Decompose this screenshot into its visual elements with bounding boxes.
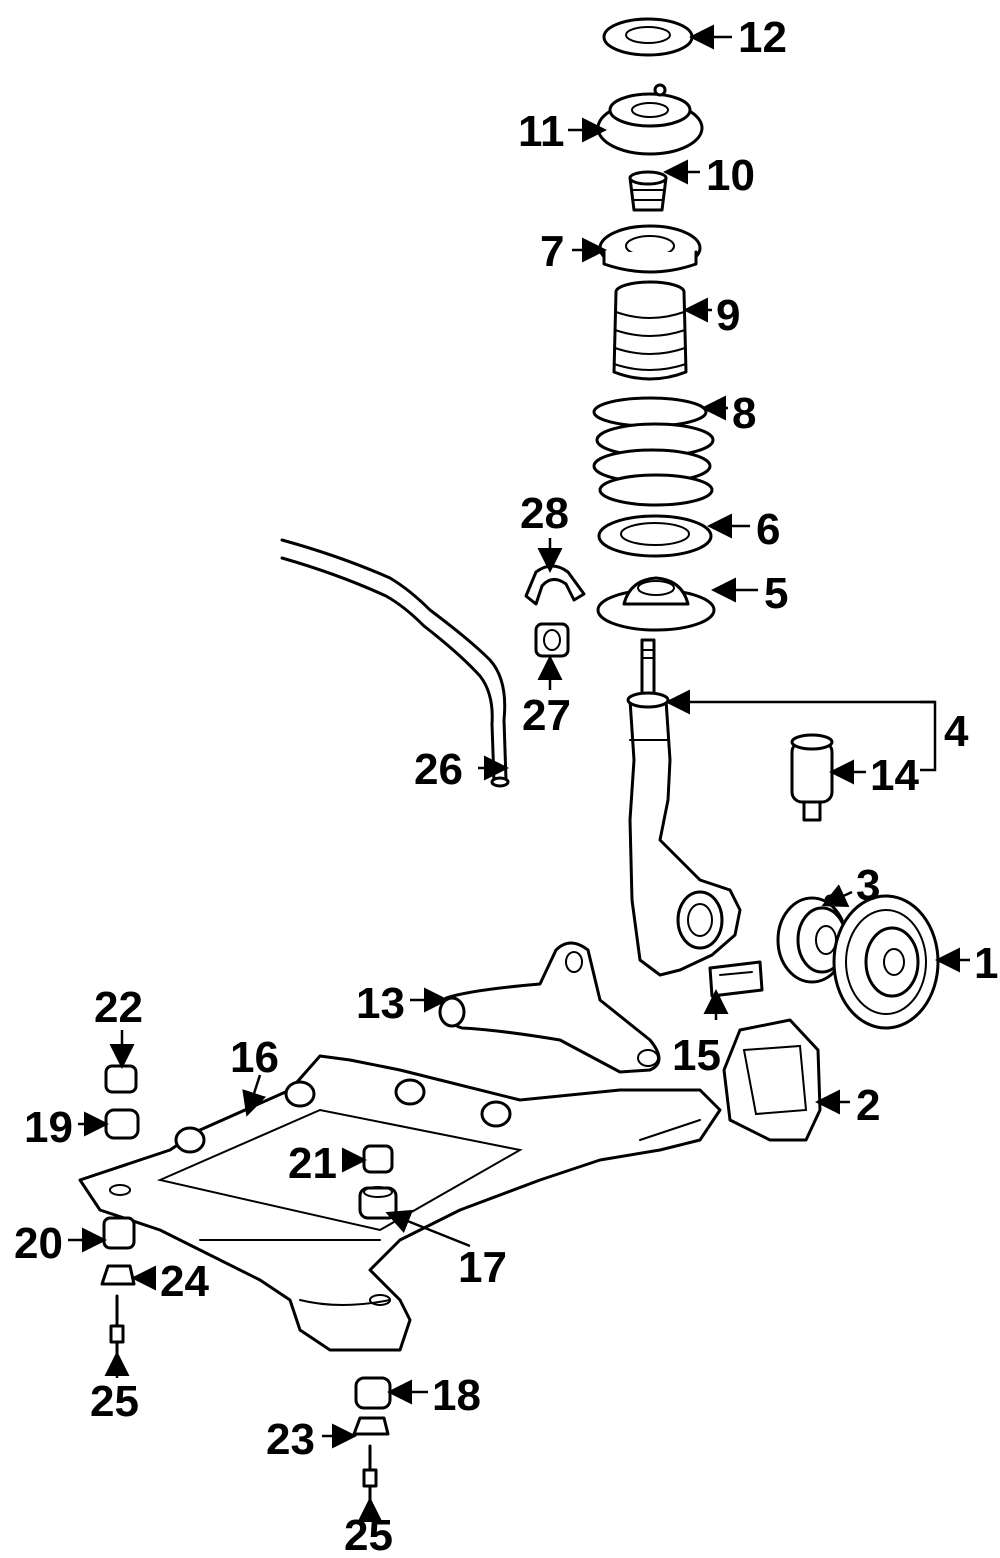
part-15-bracket bbox=[708, 960, 764, 998]
part-11-strut-mount bbox=[596, 83, 704, 156]
part-9-dust-boot bbox=[612, 280, 688, 381]
part-26-stabilizer-bar bbox=[280, 538, 510, 788]
callout-3: 3 bbox=[856, 861, 880, 910]
callout-24: 24 bbox=[160, 1257, 209, 1306]
callout-19: 19 bbox=[24, 1103, 73, 1152]
callout-13: 13 bbox=[356, 979, 405, 1028]
part-3-hub-bearing bbox=[776, 894, 848, 984]
part-2-splash-shield bbox=[722, 1018, 822, 1142]
part-27-stabilizer-bushing bbox=[534, 622, 570, 658]
part-22-body-mount-upper bbox=[104, 1064, 138, 1094]
callout-16: 16 bbox=[230, 1033, 279, 1082]
part-25-bolt-right bbox=[362, 1444, 378, 1502]
part-4-strut-assembly bbox=[626, 638, 742, 977]
callout-2: 2 bbox=[856, 1081, 880, 1130]
callout-4: 4 bbox=[944, 707, 969, 756]
callout-26: 26 bbox=[414, 745, 463, 794]
callout-8: 8 bbox=[732, 389, 756, 438]
callout-21: 21 bbox=[288, 1139, 337, 1188]
callout-11: 11 bbox=[518, 107, 565, 156]
callout-12: 12 bbox=[738, 13, 787, 62]
part-16-crossmember bbox=[78, 1054, 722, 1352]
leader-lines bbox=[68, 24, 970, 1522]
part-20-body-mount-cushion bbox=[102, 1216, 136, 1250]
callout-20: 20 bbox=[14, 1219, 63, 1268]
callout-18: 18 bbox=[432, 1371, 481, 1420]
part-7-bearing-seat bbox=[598, 224, 702, 274]
part-19-body-mount-cushion bbox=[104, 1108, 140, 1140]
callout-17: 17 bbox=[458, 1243, 507, 1292]
callout-15: 15 bbox=[672, 1031, 721, 1080]
part-13-lower-control-arm bbox=[438, 941, 661, 1074]
part-14-strut-cartridge bbox=[790, 733, 834, 822]
callout-1: 1 bbox=[974, 939, 998, 988]
callout-5: 5 bbox=[764, 569, 788, 618]
part-10-bumper bbox=[628, 170, 668, 212]
callout-10: 10 bbox=[706, 151, 755, 200]
part-6-lower-insulator bbox=[597, 514, 713, 558]
part-28-stabilizer-clamp bbox=[524, 564, 586, 606]
part-21-body-mount-upper bbox=[362, 1144, 394, 1174]
callout-25-left: 25 bbox=[90, 1377, 139, 1426]
part-25-bolt-left bbox=[109, 1294, 125, 1356]
part-8-coil-spring bbox=[592, 396, 715, 507]
part-1-brake-rotor bbox=[832, 894, 940, 1030]
callout-labels: 12 11 10 7 9 8 6 5 4 14 3 1 13 15 2 16 2… bbox=[14, 13, 998, 1558]
callout-6: 6 bbox=[756, 505, 780, 554]
part-18-body-mount-cushion bbox=[354, 1376, 392, 1410]
part-12-upper-insulator bbox=[602, 17, 694, 57]
part-23-body-mount-lower bbox=[352, 1416, 390, 1436]
callout-14: 14 bbox=[870, 751, 919, 800]
callout-9: 9 bbox=[716, 291, 740, 340]
callout-25-right: 25 bbox=[344, 1511, 393, 1558]
callout-22: 22 bbox=[94, 983, 143, 1032]
callout-7: 7 bbox=[540, 227, 564, 276]
callout-23: 23 bbox=[266, 1415, 315, 1464]
part-24-body-mount-lower bbox=[100, 1264, 136, 1286]
callout-28: 28 bbox=[520, 489, 569, 538]
callout-27: 27 bbox=[522, 691, 571, 740]
part-5-spring-seat bbox=[596, 576, 716, 632]
